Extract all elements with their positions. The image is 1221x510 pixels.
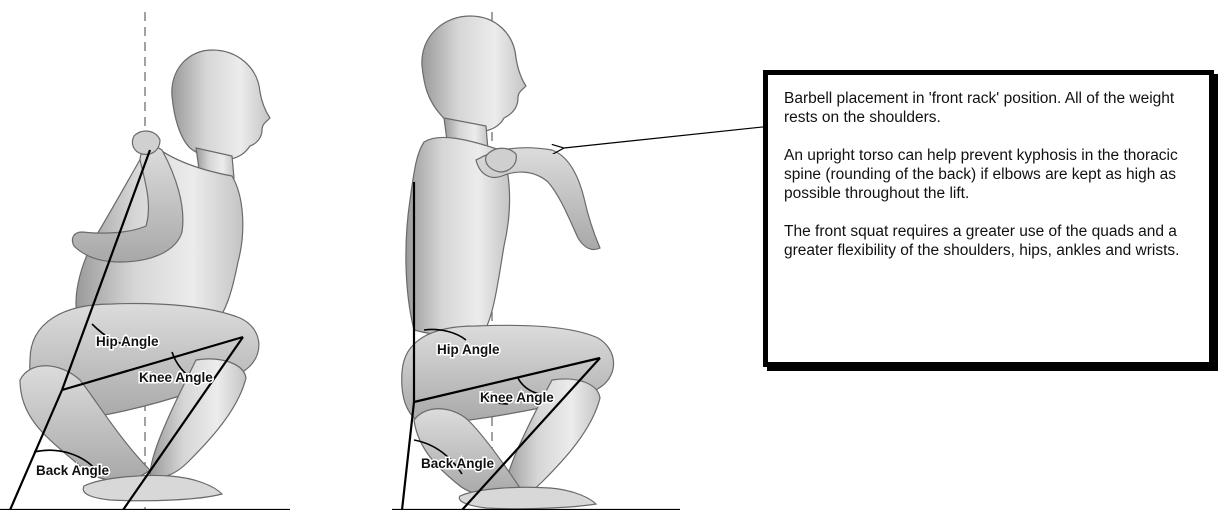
right-back-angle-label: Back Angle bbox=[421, 456, 495, 471]
note-paragraph-quads-flexibility: The front squat requires a greater use o… bbox=[784, 222, 1203, 260]
right-body-silhouette bbox=[402, 16, 614, 509]
right-head bbox=[422, 16, 526, 132]
left-foot bbox=[83, 475, 222, 500]
front-squat-note-box: Barbell placement in 'front rack' positi… bbox=[763, 70, 1214, 367]
left-back-angle-label: Back Angle bbox=[36, 463, 110, 478]
right-squat-figure: Hip Angle Knee Angle Back Angle bbox=[392, 12, 680, 510]
note-paragraph-front-rack: Barbell placement in 'front rack' positi… bbox=[784, 89, 1203, 127]
right-knee-angle-label: Knee Angle bbox=[480, 390, 554, 405]
callout-arrow bbox=[564, 126, 772, 148]
left-hip-angle-label: Hip Angle bbox=[96, 334, 159, 349]
right-hip-angle-label: Hip Angle bbox=[437, 342, 500, 357]
note-paragraph-upright-torso: An upright torso can help prevent kyphos… bbox=[784, 146, 1203, 203]
left-knee-angle-label: Knee Angle bbox=[139, 370, 213, 385]
left-head bbox=[172, 50, 270, 160]
left-squat-figure: Hip Angle Knee Angle Back Angle bbox=[0, 12, 290, 510]
